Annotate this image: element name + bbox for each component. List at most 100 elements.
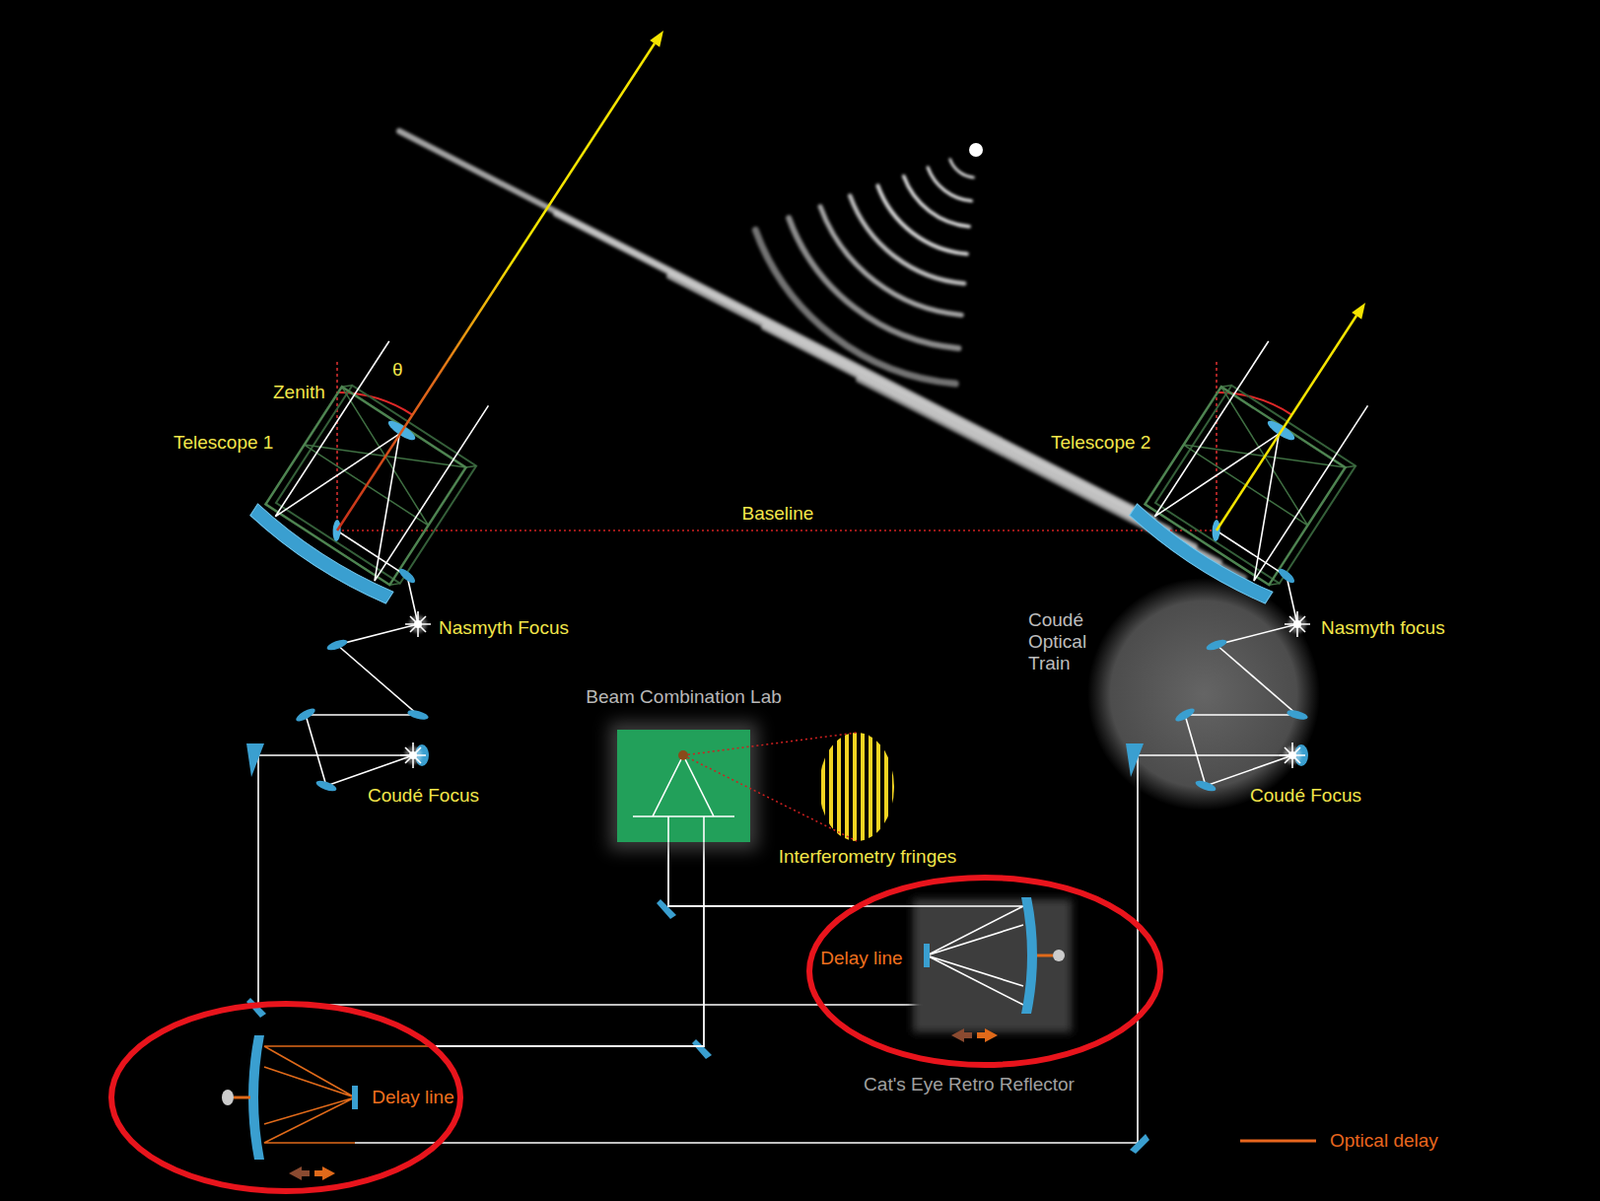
secondary-mirror (351, 1085, 358, 1110)
mirror (1173, 705, 1196, 724)
legend-entry: Optical delay (1240, 1128, 1439, 1153)
zoom-leader (683, 732, 857, 841)
mirror (397, 566, 418, 586)
arrow-body (314, 1170, 323, 1177)
star (969, 142, 983, 157)
mirror (1276, 566, 1297, 586)
delay-line-ring: Delay lineCat's Eye Retro Reflector (806, 874, 1164, 1068)
coude-optical-train (258, 575, 1298, 1143)
legend-label: Optical delay (1329, 1129, 1439, 1152)
legend-line (1240, 1139, 1317, 1143)
annotation-label: Interferometry fringes (778, 845, 958, 868)
wavefront-arc (877, 185, 967, 254)
motion-arrow (951, 1028, 998, 1043)
mirror (293, 705, 317, 724)
zenith-line (336, 361, 339, 531)
highlight-ellipse (111, 1003, 461, 1191)
arrow-head (649, 30, 664, 48)
delay-line-ring: Delay line (108, 1000, 464, 1194)
beam-combiner-symbol (617, 729, 751, 842)
fringe (892, 732, 897, 841)
wavefront-arc (904, 176, 971, 227)
fringe (836, 732, 841, 841)
legend-sample (1240, 1128, 1317, 1153)
mirror (1204, 636, 1228, 652)
fringe (829, 732, 834, 841)
annotation-label: Zenith (273, 381, 326, 404)
wavefront (556, 213, 1170, 530)
arrow-head (1351, 302, 1366, 320)
mirror (1285, 707, 1309, 721)
annotation-label: Telescope 1 (173, 431, 274, 454)
interference-fringes (821, 732, 897, 841)
zenith-line (1215, 361, 1218, 531)
actuator-knob (1052, 949, 1065, 962)
arrow-body (964, 1032, 973, 1039)
annotation-label: Nasmyth focus (1321, 617, 1446, 639)
annotation-label: Nasmyth Focus (438, 617, 569, 639)
delay-line-housing (912, 899, 1072, 1033)
mirrors (246, 566, 1310, 1154)
push-rod (1037, 954, 1053, 958)
box-heading: Beam Combination Lab (585, 686, 782, 708)
primary-mirror (248, 1035, 265, 1160)
mirror (692, 1039, 712, 1059)
fringe (844, 732, 849, 841)
wavefront-arc (849, 196, 965, 284)
annotation-label: Coudé Focus (367, 784, 480, 807)
arrow-head (322, 1166, 336, 1181)
arrow-body (301, 1170, 310, 1177)
mirror (325, 636, 348, 652)
fringe (868, 732, 873, 841)
coude-focus-flash (400, 742, 426, 768)
motion-arrow (288, 1166, 336, 1181)
wavefront-arc (755, 229, 956, 384)
fringe (860, 732, 865, 841)
mirror (246, 743, 265, 777)
actuator-knob (221, 1089, 234, 1106)
beam-combination-box: Beam Combination Lab (617, 729, 751, 842)
arrow-head (288, 1166, 302, 1181)
fringe (852, 732, 857, 841)
mirror (1125, 743, 1144, 777)
star-direction-arrow (1216, 315, 1357, 531)
coude-focus-flash (1279, 742, 1306, 768)
annotation-label: θ (392, 358, 404, 381)
mirror (314, 777, 338, 793)
arrow-head (951, 1028, 965, 1043)
beam-path (258, 575, 1026, 1005)
push-rod (233, 1096, 251, 1100)
spherical-wavefronts (755, 159, 974, 385)
annotation-label: Coudé Optical Train (1028, 609, 1087, 675)
wavefront-arc (788, 217, 959, 348)
wavefront-arc (927, 167, 972, 202)
beam-path (354, 575, 1298, 1143)
arrow-body (976, 1032, 985, 1039)
mirror (1129, 1133, 1150, 1154)
mirror (1193, 777, 1217, 793)
baseline-line (337, 529, 1217, 532)
annotation-label: Telescope 2 (1050, 431, 1151, 454)
beam-path (431, 841, 704, 1046)
wavefront-arc (950, 159, 974, 178)
secondary-mirror (923, 943, 930, 968)
ring-outline (806, 874, 1164, 1068)
mirror (406, 707, 429, 721)
nasmyth-focus-flash (1284, 611, 1311, 637)
highlight-ellipse (809, 877, 1161, 1065)
plane-wavefronts (399, 131, 1245, 578)
fringe (876, 732, 881, 841)
part-caption: Cat's Eye Retro Reflector (863, 1073, 1075, 1096)
fringe (821, 732, 826, 841)
mirror (656, 899, 677, 919)
annotation-label: Baseline (742, 502, 815, 525)
arrow-head (984, 1028, 998, 1043)
coude-train-glow (1087, 577, 1321, 811)
nasmyth-focus-flash (405, 611, 431, 637)
node-label: Delay line (371, 1086, 454, 1109)
node-label: Delay line (820, 947, 903, 970)
annotation-label: Coudé Focus (1250, 784, 1362, 807)
